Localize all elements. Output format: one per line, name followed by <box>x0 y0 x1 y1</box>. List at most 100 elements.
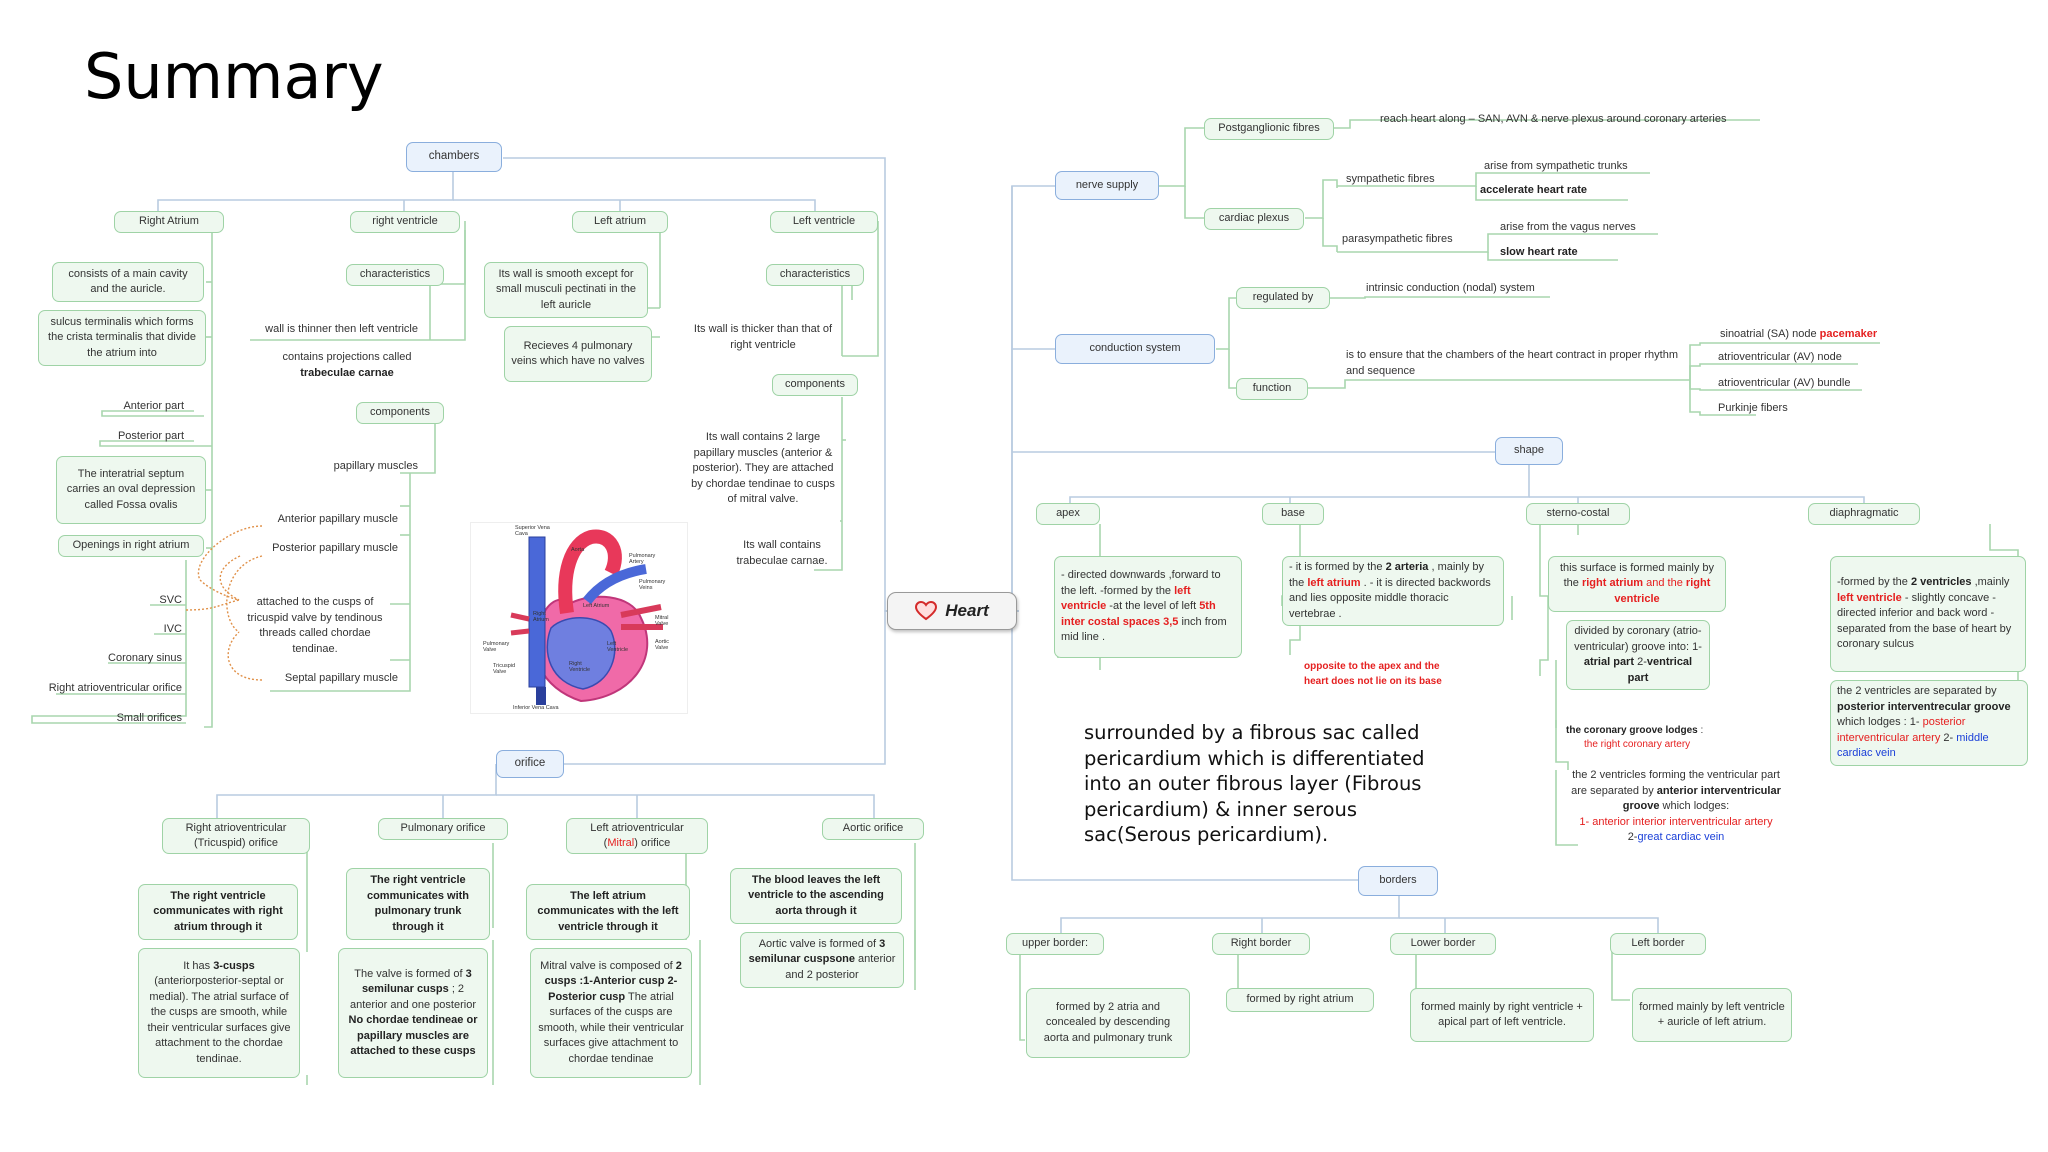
chambers-node[interactable]: chambers <box>406 142 502 172</box>
rav-label2: (Tricuspid) orifice <box>194 837 278 849</box>
para-arise: arise from the vagus nerves <box>1500 221 1636 233</box>
pericardium-note: surrounded by a fibrous sac called peric… <box>1084 721 1425 846</box>
heart-center-node[interactable]: Heart <box>887 592 1017 630</box>
sterno-costal-node[interactable]: sterno-costal <box>1526 503 1630 525</box>
diaphragmatic-node[interactable]: diaphragmatic <box>1808 503 1920 525</box>
ra-av-orifice: Right atrioventricular orifice <box>48 682 182 694</box>
ra-coronary-sinus: Coronary sinus <box>108 652 182 664</box>
rv-characteristics[interactable]: characteristics <box>346 264 444 286</box>
ra-main-cavity: consists of a main cavity and the auricl… <box>52 262 204 302</box>
page-title: Summary <box>84 40 384 113</box>
sterno-t2: right atrium <box>1581 577 1644 590</box>
sa-node-label: sinoatrial (SA) node <box>1720 328 1820 340</box>
rv-wall: wall is thinner then left ventricle <box>265 323 418 335</box>
sterno-t3: and the <box>1643 577 1686 590</box>
lav-paren-open: ( <box>603 837 608 849</box>
diaph-desc: -formed by the 2 ventricles ,mainly left… <box>1830 556 2026 672</box>
sep-t3: which lodges: <box>1659 800 1730 812</box>
img-label-mv: Mitral Valve <box>655 615 669 627</box>
diaph-s4: posterior interventricular artery <box>1837 716 1966 744</box>
aortic-orifice-node[interactable]: Aortic orifice <box>822 818 924 840</box>
parasympathetic-fibres: parasympathetic fibres <box>1342 233 1453 245</box>
regulated-by-node[interactable]: regulated by <box>1236 287 1330 309</box>
groove-t4: ventrical part <box>1627 656 1693 684</box>
shape-node[interactable]: shape <box>1495 437 1563 465</box>
borders-node[interactable]: borders <box>1358 866 1438 896</box>
sep-t6: great cardiac vein <box>1637 831 1725 843</box>
rav-comm: The right ventricle communicates with ri… <box>138 884 298 940</box>
rav-desc-a: It has <box>183 959 214 972</box>
lower-border-desc: formed mainly by right ventricle + apica… <box>1410 988 1594 1042</box>
pulmonary-orifice-node[interactable]: Pulmonary orifice <box>378 818 508 840</box>
pulm-comm: The right ventricle communicates with pu… <box>346 868 490 940</box>
lav-desc-a: Mitral valve is composed of <box>540 959 676 972</box>
rv-components[interactable]: components <box>356 402 444 424</box>
rv-proj-text: contains projections called <box>282 351 412 363</box>
lav-desc: Mitral valve is composed of 2 cusps :1-A… <box>530 948 692 1078</box>
rav-desc-b: 3-cusps <box>213 959 255 972</box>
lv-papillary: Its wall contains 2 large papillary musc… <box>691 431 835 505</box>
apex-t4: 5th inter costal spaces 3,5 <box>1061 600 1216 628</box>
lodge-t3: the right coronary artery <box>1584 739 1691 750</box>
lv-components[interactable]: components <box>772 374 858 396</box>
right-atrium-node[interactable]: Right Atrium <box>114 211 224 233</box>
img-label-la: Left Atrium <box>583 603 610 609</box>
sterno-groove: divided by coronary (atrio-ventricular) … <box>1566 620 1710 690</box>
la-veins: Recieves 4 pulmonary veins which have no… <box>504 326 652 382</box>
left-border-node[interactable]: Left border <box>1610 933 1706 955</box>
heart-illustration: Superior Vena Cava Aorta Pulmonary Arter… <box>470 522 688 714</box>
cardiac-plexus-node[interactable]: cardiac plexus <box>1204 208 1304 230</box>
heart-icon <box>915 601 938 621</box>
purkinje-fibers: Purkinje fibers <box>1718 402 1788 414</box>
ra-openings[interactable]: Openings in right atrium <box>58 535 204 557</box>
ra-svc: SVC <box>159 594 182 606</box>
ra-ivc: IVC <box>163 623 182 635</box>
function-node[interactable]: function <box>1236 378 1308 400</box>
lav-orifice-node[interactable]: Left atrioventricular(Mitral) orifice <box>566 818 708 854</box>
pacemaker-label: pacemaker <box>1819 328 1878 340</box>
orifice-node[interactable]: orifice <box>496 750 564 778</box>
left-atrium-node[interactable]: Left atrium <box>572 211 668 233</box>
ra-posterior-part: Posterior part <box>117 430 184 442</box>
av-node: atrioventricular (AV) node <box>1718 351 1842 363</box>
right-ventricle-node[interactable]: right ventricle <box>350 211 460 233</box>
sep-t5: 2- <box>1627 831 1638 843</box>
sterno-separated: the 2 ventricles forming the ventricular… <box>1568 768 1784 846</box>
nerve-reach: reach heart along – SAN, AVN & nerve ple… <box>1380 113 1727 125</box>
lav-comm: The left atrium communicates with the le… <box>526 884 690 940</box>
ra-anterior-part: Anterior part <box>123 400 184 412</box>
rv-papillary: papillary muscles <box>333 460 418 472</box>
img-label-svc: Superior Vena Cava <box>515 525 550 537</box>
lv-characteristics[interactable]: characteristics <box>766 264 864 286</box>
base-node[interactable]: base <box>1262 503 1324 525</box>
diaph-s3: which lodges : 1- <box>1837 716 1923 729</box>
diaph-s2: posterior interventrecular groove <box>1837 700 2011 713</box>
left-ventricle-node[interactable]: Left ventricle <box>770 211 878 233</box>
postganglionic-node[interactable]: Postganglionic fibres <box>1204 118 1334 140</box>
apex-node[interactable]: apex <box>1036 503 1100 525</box>
diaph-t4: left ventricle <box>1837 591 1902 604</box>
nerve-supply-node[interactable]: nerve supply <box>1055 171 1159 200</box>
groove-t2: atrial part <box>1583 656 1635 668</box>
img-label-pulv: Pulmonary Valve <box>483 641 510 653</box>
img-label-av: Aortic Valve <box>655 639 670 651</box>
heart-label: Heart <box>945 601 989 620</box>
sympathetic-fibres: sympathetic fibres <box>1346 173 1435 185</box>
upper-border-node[interactable]: upper border: <box>1006 933 1104 955</box>
lav-label1: Left atrioventricular <box>590 821 684 834</box>
rv-post-papillary: Posterior papillary muscle <box>272 542 398 554</box>
rav-orifice-node[interactable]: Right atrioventricular(Tricuspid) orific… <box>162 818 310 854</box>
apex-desc: - directed downwards ,forward to the lef… <box>1054 556 1242 658</box>
conduction-system-node[interactable]: conduction system <box>1055 334 1215 364</box>
lower-border-node[interactable]: Lower border <box>1390 933 1496 955</box>
function-text: is to ensure that the chambers of the he… <box>1346 349 1679 377</box>
right-border-node[interactable]: Right border <box>1212 933 1310 955</box>
sep-t2: anterior interventricular groove <box>1622 784 1781 813</box>
apex-t5: inch from mid line . <box>1061 615 1227 644</box>
la-wall: Its wall is smooth except for small musc… <box>484 262 648 318</box>
ra-small-orifices: Small orifices <box>116 712 182 724</box>
sterno-desc: this surface is formed mainly by the rig… <box>1548 556 1726 612</box>
sa-node: sinoatrial (SA) node pacemaker <box>1720 327 1920 343</box>
diaph-separated: the 2 ventricles are separated by poster… <box>1830 680 2028 766</box>
pulm-desc-b: 3 semilunar cusps <box>361 967 472 996</box>
